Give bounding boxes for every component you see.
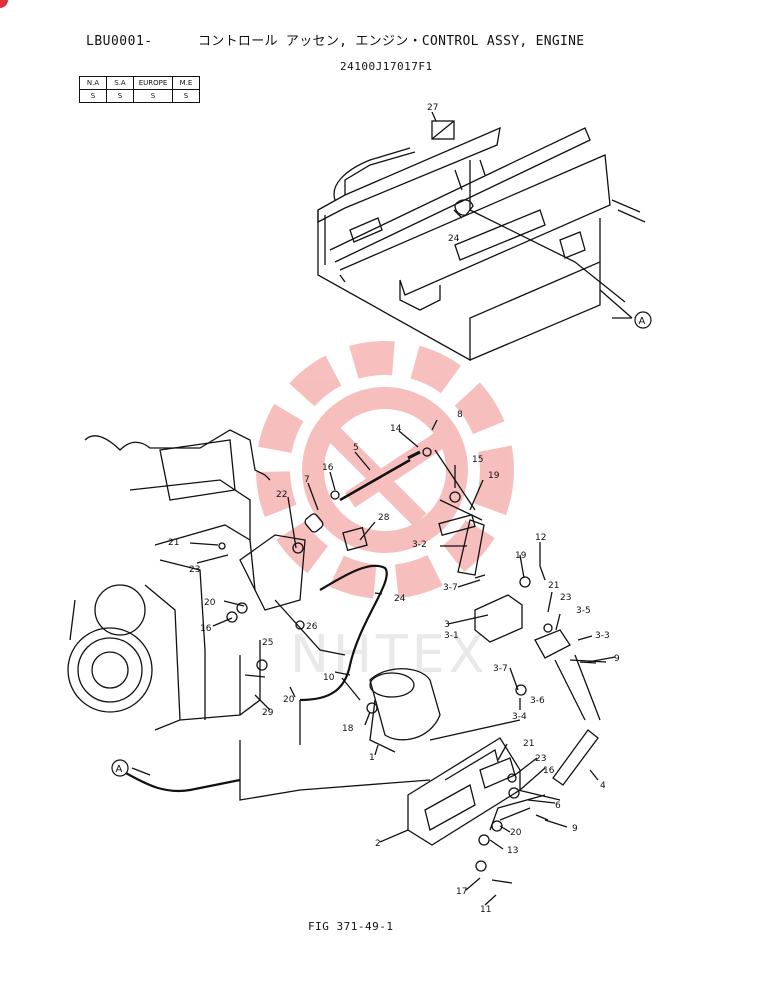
callout-label: 20 (204, 598, 216, 608)
callout-label: 3-6 (530, 696, 545, 706)
reference-marker-a-icon: A (634, 311, 652, 329)
figure-number: FIG 371-49-1 (308, 920, 394, 933)
region-table: N.A S.A EUROPE M.E S S S S (79, 76, 200, 103)
reference-marker-a-icon: A (111, 759, 129, 777)
callout-label: 6 (555, 801, 561, 811)
callout-label: 12 (535, 533, 546, 543)
callout-label: 19 (488, 471, 500, 481)
callout-label: 23 (535, 754, 546, 764)
callout-label: 18 (342, 724, 354, 734)
callout-label: 3-7 (493, 664, 508, 674)
callout-label: 3-1 (444, 631, 459, 641)
callout-label: 28 (378, 513, 390, 523)
part-number: 24100J17017F1 (340, 60, 433, 73)
callout-label: 24 (448, 234, 460, 244)
callout-label: 7 (304, 475, 310, 485)
callout-label: 9 (572, 824, 578, 834)
callout-label: 3-5 (576, 606, 591, 616)
watermark-text: NHTEX (290, 625, 488, 685)
drawing-lines (67, 111, 646, 906)
callout-label: 3 (444, 620, 450, 630)
callout-label: 3-2 (412, 540, 427, 550)
callout-label: 21 (168, 538, 179, 548)
callout-label: 9 (614, 654, 620, 664)
region-value: S (79, 89, 107, 103)
callout-label: 27 (427, 103, 438, 113)
callout-label: 21 (523, 739, 534, 749)
callout-labels: 27 24 8 14 5 16 15 19 7 22 28 21 23 3-2 … (168, 103, 620, 915)
callout-label: 3-4 (512, 712, 527, 722)
callout-label: 2 (375, 839, 381, 849)
callout-label: 16 (200, 624, 212, 634)
callout-label: 26 (306, 622, 318, 632)
callout-label: 11 (480, 905, 491, 915)
callout-label: 16 (322, 463, 334, 473)
callout-label: 13 (507, 846, 518, 856)
callout-label: 19 (515, 551, 527, 561)
callout-label: 10 (323, 673, 335, 683)
callout-label: 16 (543, 766, 555, 776)
region-value: S (106, 89, 134, 103)
page-title: コントロール アッセン, エンジン・CONTROL ASSY, ENGINE (198, 34, 585, 49)
region-value: S (133, 89, 173, 103)
callout-label: 29 (262, 708, 274, 718)
callout-label: 22 (276, 490, 287, 500)
svg-text:A: A (639, 316, 646, 327)
callout-label: 23 (189, 565, 200, 575)
callout-label: 21 (548, 581, 559, 591)
callout-label: 5 (353, 443, 359, 453)
callout-label: 23 (560, 593, 571, 603)
callout-label: 25 (262, 638, 273, 648)
catalog-code: LBU0001- (86, 34, 153, 49)
callout-label: 17 (456, 887, 467, 897)
corner-mark (0, 0, 8, 8)
callout-label: 15 (472, 455, 483, 465)
callout-label: 24 (394, 594, 406, 604)
svg-text:A: A (116, 764, 123, 775)
callout-label: 20 (510, 828, 522, 838)
callout-label: 3-3 (595, 631, 610, 641)
callout-label: 3-7 (443, 583, 458, 593)
region-value: S (172, 89, 200, 103)
callout-label: 14 (390, 424, 402, 434)
callout-label: 8 (457, 410, 463, 420)
callout-label: 20 (283, 695, 295, 705)
callout-label: 4 (600, 781, 606, 791)
callout-label: 1 (369, 753, 375, 763)
